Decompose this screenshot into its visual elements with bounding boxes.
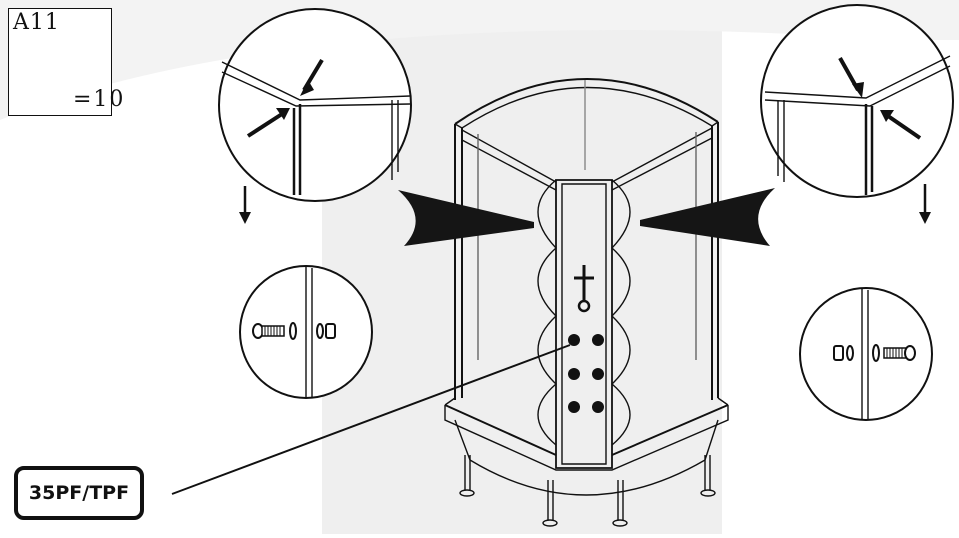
part-quantity: =10 — [73, 87, 126, 112]
model-leader-line — [171, 344, 571, 495]
screw-icon — [252, 323, 285, 339]
washer-icon — [316, 323, 324, 339]
part-code: A11 — [13, 10, 60, 35]
arrow-icon — [880, 110, 894, 122]
washer-icon — [872, 344, 880, 362]
arrow-icon — [852, 82, 864, 98]
detail-circle-top-left — [218, 8, 412, 202]
arrow-icon — [276, 108, 290, 120]
part-legend-box: A11 =10 — [8, 8, 123, 116]
washer-icon — [846, 345, 854, 361]
arrow-icon — [300, 80, 314, 96]
down-arrow-left-icon — [239, 186, 251, 224]
callout-wedge-left — [398, 190, 534, 246]
arrow-icon — [246, 112, 284, 138]
washer-icon — [289, 322, 297, 340]
model-label: 35PF/TPF — [14, 466, 144, 520]
detail-circle-bottom-left — [239, 265, 373, 399]
shower-cabin — [444, 78, 729, 527]
down-arrow-right-icon — [919, 184, 931, 224]
massage-jets — [568, 334, 604, 413]
callout-wedge-right — [640, 188, 775, 246]
detail-circle-top-right — [760, 4, 954, 198]
arrow-icon — [886, 114, 922, 140]
nut-icon — [325, 323, 336, 339]
nut-icon — [833, 345, 844, 361]
model-label-text: 35PF/TPF — [28, 482, 130, 504]
detail-circle-bottom-right — [799, 287, 933, 421]
screw-icon — [883, 345, 916, 361]
